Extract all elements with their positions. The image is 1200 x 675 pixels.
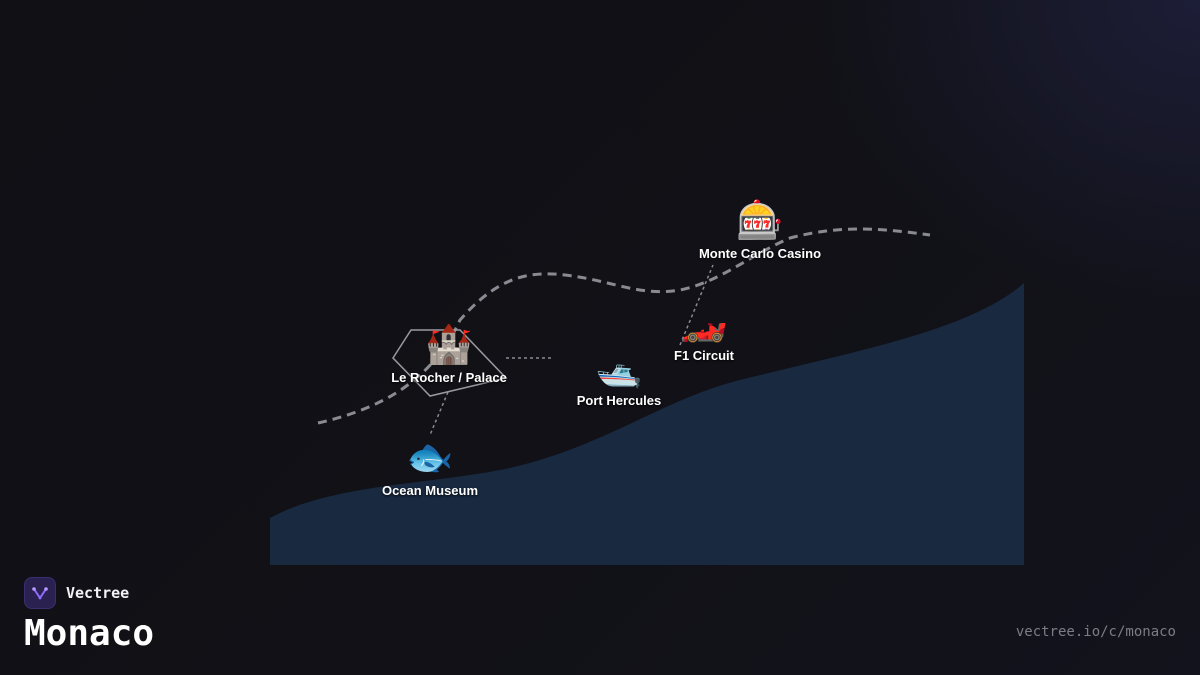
poi-label: Ocean Museum — [381, 483, 479, 498]
boat-icon: 🛥️ — [595, 345, 643, 389]
poi-ocean-museum[interactable]: 🐟 Ocean Museum — [382, 435, 478, 498]
slot-machine-icon: 🎰 — [736, 198, 784, 242]
race-car-icon: 🏎️ — [680, 300, 728, 344]
poi-monte-carlo-casino[interactable]: 🎰 Monte Carlo Casino — [699, 198, 821, 261]
fish-icon: 🐟 — [406, 435, 454, 479]
poi-label: F1 Circuit — [674, 348, 734, 363]
poi-le-rocher-palace[interactable]: 🏰 Le Rocher / Palace — [391, 322, 507, 385]
castle-icon: 🏰 — [425, 322, 473, 366]
land-area — [270, 283, 1024, 565]
poi-label: Monte Carlo Casino — [698, 246, 822, 261]
route-path — [317, 227, 931, 425]
brand[interactable]: Vectree — [24, 577, 129, 609]
brand-name: Vectree — [66, 584, 130, 602]
connector-palace-museum — [429, 391, 449, 436]
le-rocher-outline — [392, 329, 508, 397]
source-url[interactable]: vectree.io/c/monaco — [1015, 624, 1176, 640]
poi-label: Port Hercules — [576, 393, 662, 408]
poi-f1-circuit[interactable]: 🏎️ F1 Circuit — [674, 300, 734, 363]
poi-label: Le Rocher / Palace — [391, 370, 507, 385]
connector-circuit-casino — [679, 264, 714, 346]
page-title: Monaco — [24, 613, 155, 654]
vectree-logo-icon — [24, 577, 56, 609]
poi-port-hercules[interactable]: 🛥️ Port Hercules — [577, 345, 662, 408]
